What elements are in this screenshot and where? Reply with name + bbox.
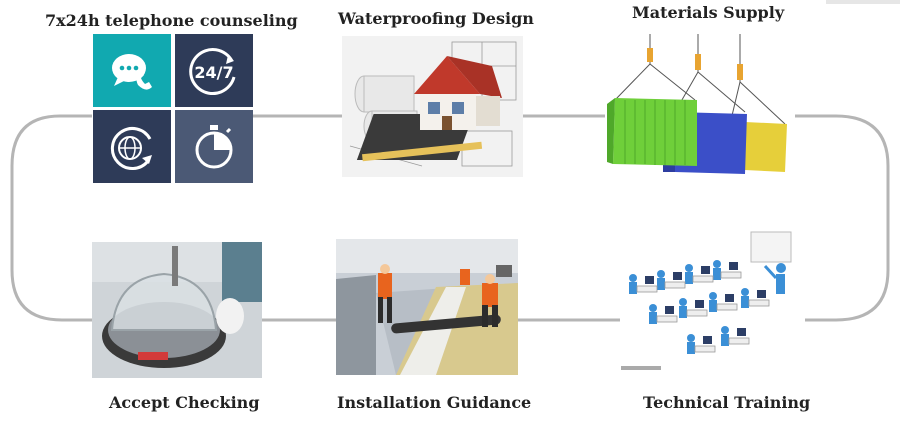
telephone-icon-grid: 24/7 — [93, 34, 253, 183]
chat-phone-icon — [112, 53, 152, 90]
roof-installation-icon — [336, 239, 518, 375]
step-title-materials: Materials Supply — [632, 3, 785, 22]
tile-stopwatch — [175, 110, 253, 183]
installation-image — [336, 239, 518, 375]
step-title-installation: Installation Guidance — [337, 393, 532, 412]
tile-chat — [93, 34, 171, 107]
classroom-icon — [621, 230, 805, 370]
24-7-text: 24/7 — [194, 63, 233, 82]
house-design-image — [342, 36, 523, 177]
step-title-training: Technical Training — [643, 393, 811, 412]
step-title-checking: Accept Checking — [109, 393, 260, 412]
vacuum-dome-icon — [92, 242, 262, 378]
house-blueprint-icon — [342, 36, 523, 177]
containers-image — [605, 34, 795, 176]
24-7-icon: 24/7 — [189, 47, 236, 95]
tile-24-7: 24/7 — [175, 34, 253, 107]
checking-image — [92, 242, 262, 378]
stopwatch-icon — [195, 124, 233, 168]
step-title-design: Waterproofing Design — [338, 9, 534, 28]
step-title-telephone: 7x24h telephone counseling — [45, 11, 298, 30]
shipping-containers-icon — [605, 34, 795, 176]
loop-right-arc — [790, 114, 890, 322]
tile-globe — [93, 110, 171, 183]
loop-left-arc — [10, 114, 92, 322]
globe-icon — [110, 126, 152, 170]
training-image — [621, 230, 805, 370]
window-corner-tab — [826, 0, 900, 4]
